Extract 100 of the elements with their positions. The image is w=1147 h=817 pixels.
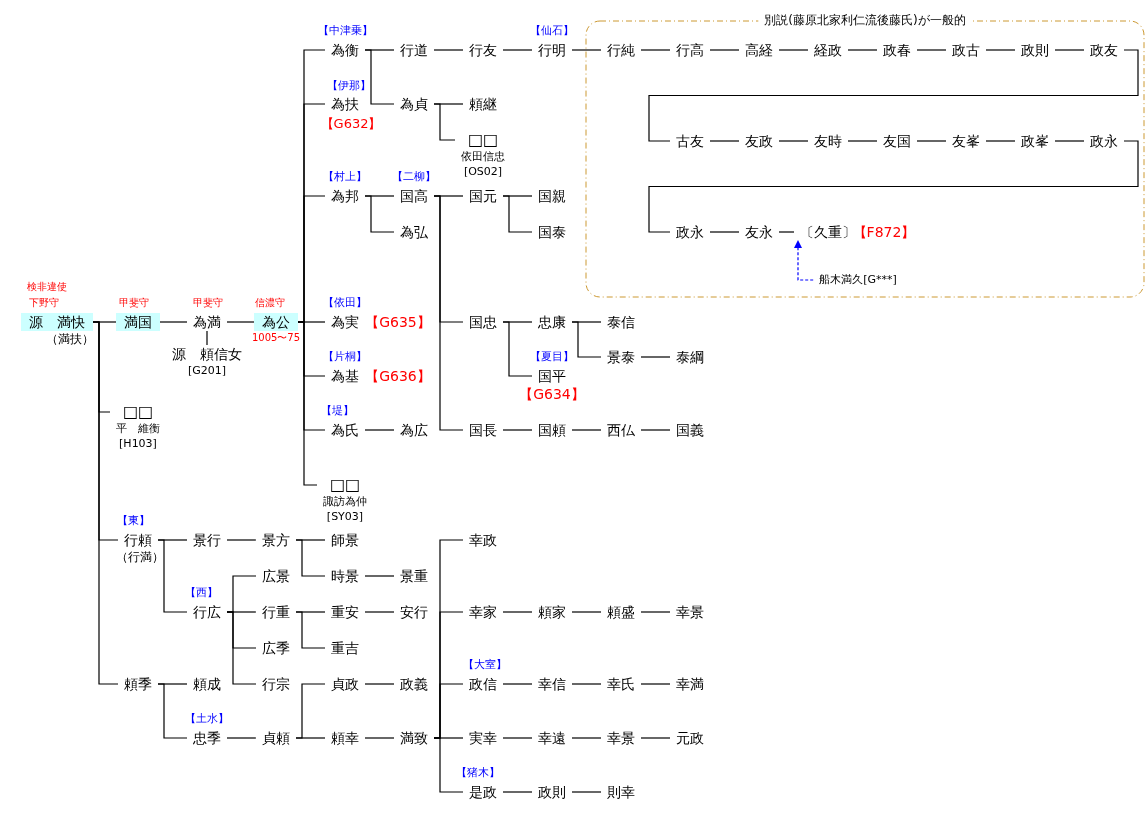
person-name: 景重	[394, 567, 434, 585]
highlighted-name: 為公	[254, 313, 298, 331]
person-name: 国頼	[532, 421, 572, 439]
person-note: 諏訪為仲	[323, 494, 367, 509]
lineage-line	[226, 539, 257, 541]
lineage-line	[847, 140, 878, 142]
lineage-line	[640, 611, 671, 613]
lineage-line	[433, 49, 464, 51]
lineage-line	[364, 683, 395, 685]
person-name: 為氏	[325, 421, 365, 439]
person-note: 依田信忠	[461, 149, 505, 164]
title-note: 【G632】	[320, 117, 382, 131]
lineage-line	[778, 140, 809, 142]
lineage-line	[433, 195, 464, 431]
lineage-line	[364, 429, 395, 431]
person-name: 政義	[394, 675, 434, 693]
person-name: 重吉	[325, 639, 365, 657]
person-name: 政則	[1015, 41, 1055, 59]
person-name: 古友	[670, 132, 710, 150]
person-name: 実幸	[463, 729, 503, 747]
lineage-line	[157, 539, 188, 613]
person-name: 広季	[256, 639, 296, 657]
person-name: 行友	[463, 41, 503, 59]
person-name: 元政	[670, 729, 710, 747]
lineage-line	[92, 321, 119, 685]
lineage-line	[226, 321, 255, 323]
lineage-line	[648, 49, 1139, 142]
clan-label: 【中津乗】	[317, 24, 373, 38]
person-name: 政友	[1084, 41, 1124, 59]
clan-label: 【猪木】	[456, 766, 500, 780]
lineage-line	[985, 140, 1016, 142]
person-note: [OS02]	[462, 164, 504, 179]
person-name: 経政	[808, 41, 848, 59]
clan-label: 【片桐】	[323, 350, 367, 364]
person-name: 為基	[325, 367, 365, 385]
lineage-line	[295, 737, 326, 739]
person-name: 頼盛	[601, 603, 641, 621]
unknown-name: □□	[466, 131, 500, 149]
clan-label: 【堤】	[320, 404, 354, 418]
person-name: 行頼	[118, 531, 158, 549]
clan-label: 【西】	[184, 586, 218, 600]
frame-title: 別説(藤原北家利仁流後藤氏)が一般的	[758, 12, 972, 28]
lineage-line	[571, 791, 602, 793]
clan-label: 【村上】	[323, 170, 367, 184]
person-name: 友永	[739, 223, 779, 241]
person-name: 為広	[394, 421, 434, 439]
person-name: 幸景	[601, 729, 641, 747]
highlighted-name: 源 満快	[21, 313, 93, 331]
person-name: 船木満久[G***]	[813, 271, 903, 289]
person-name: 国義	[670, 421, 710, 439]
alias-note: （満扶）	[46, 332, 94, 346]
title-note: 1005〜75	[251, 331, 301, 345]
person-name: 幸信	[532, 675, 572, 693]
clan-label: 【伊那】	[327, 79, 371, 93]
person-name: 景行	[187, 531, 227, 549]
person-name: 友時	[808, 132, 848, 150]
title-note: 検非違使	[27, 280, 67, 294]
lineage-line	[778, 49, 809, 51]
lineage-line	[364, 195, 395, 233]
person-name: 政永	[1084, 132, 1124, 150]
clan-label: 【二柳】	[392, 170, 436, 184]
person-note: [G201]	[186, 363, 228, 378]
lineage-line	[226, 737, 257, 739]
person-name: 友国	[877, 132, 917, 150]
person-name: 国高	[394, 187, 434, 205]
clan-label: 【依田】	[323, 296, 367, 310]
person-note: 平 維衡	[116, 421, 160, 436]
person-name: 友峯	[946, 132, 986, 150]
person-name: 為満	[187, 313, 227, 331]
person-name: 国親	[532, 187, 572, 205]
lineage-line	[364, 49, 395, 105]
lineage-line	[571, 737, 602, 739]
person-name: 政峯	[1015, 132, 1055, 150]
person-name: 頼幸	[325, 729, 365, 747]
person-name: 広景	[256, 567, 296, 585]
person-name: 友政	[739, 132, 779, 150]
lineage-line	[847, 49, 878, 51]
lineage-line	[916, 140, 947, 142]
lineage-line	[364, 611, 395, 613]
person-name: 幸遠	[532, 729, 572, 747]
lineage-line	[502, 611, 533, 613]
person-name: 為邦	[325, 187, 365, 205]
person-name: 幸家	[463, 603, 503, 621]
person-name: 西仏	[601, 421, 641, 439]
person-name: 為扶	[325, 95, 365, 113]
title-note: 甲斐守	[119, 296, 149, 310]
lineage-line	[640, 429, 671, 431]
lineage-line	[778, 231, 795, 233]
lineage-line	[295, 611, 326, 649]
lineage-line	[433, 737, 464, 793]
lineage-line	[571, 429, 602, 431]
arrow	[794, 240, 814, 281]
unknown-name: □□	[328, 476, 362, 494]
person-name: 幸景	[670, 603, 710, 621]
reference-code: 【G636】	[365, 369, 431, 383]
lineage-line	[364, 737, 395, 739]
person-name: 満致	[394, 729, 434, 747]
person-name: 国長	[463, 421, 503, 439]
person-name: 為貞	[394, 95, 434, 113]
lineage-line	[226, 611, 257, 685]
